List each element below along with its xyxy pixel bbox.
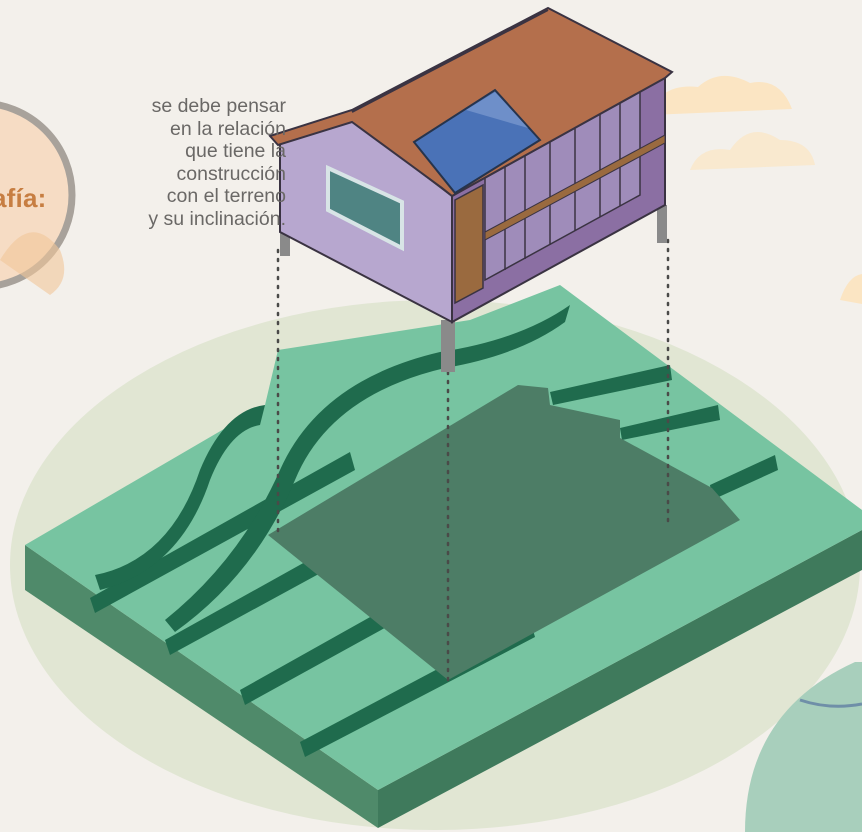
step-right-2 [620, 405, 720, 440]
projection-lines [276, 238, 670, 682]
contour-1 [95, 405, 265, 590]
stilt [441, 320, 455, 372]
roof-ridge [351, 9, 549, 113]
badge-circle [0, 101, 76, 295]
step-right-3 [710, 455, 778, 500]
terrain [25, 285, 862, 828]
building-footprint [268, 385, 740, 680]
step-right-1 [550, 365, 672, 405]
door [454, 183, 484, 305]
house-illustration [268, 6, 674, 372]
contour-2 [165, 305, 570, 632]
planet-shape [745, 662, 862, 832]
terrain-side-right [378, 530, 862, 828]
floor-beam [484, 134, 666, 241]
caption-text: se debe pensar en la relación que tiene … [148, 95, 286, 230]
stilt [657, 205, 667, 243]
house-roof [268, 6, 674, 198]
house-window [326, 164, 404, 252]
cloud-icon [650, 75, 862, 304]
terrain-side-left [25, 545, 378, 828]
badge-label: afía: [0, 183, 47, 213]
solar-panel-highlight [466, 92, 528, 128]
stilt [280, 228, 290, 256]
